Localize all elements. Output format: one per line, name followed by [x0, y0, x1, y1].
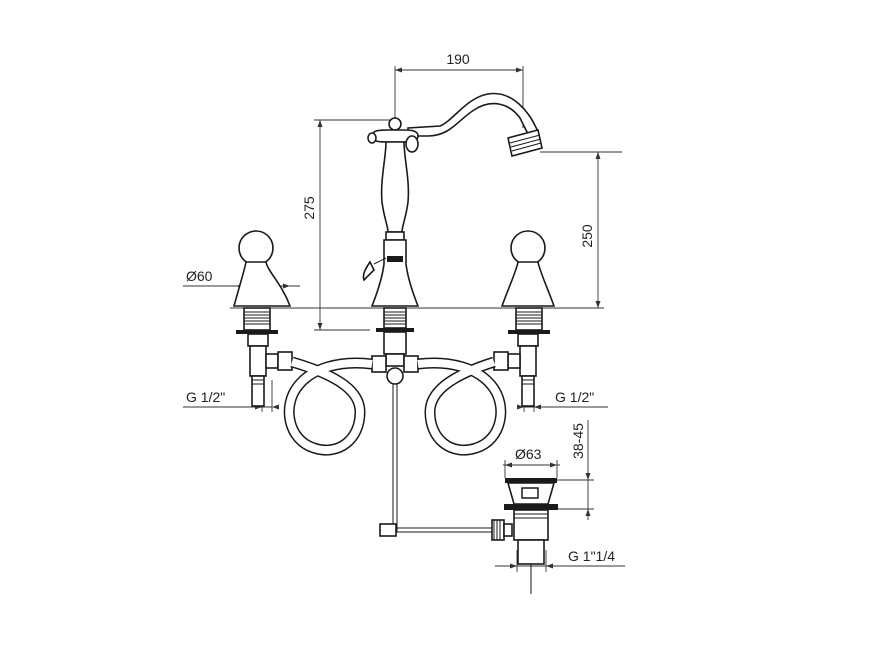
- drain-diameter-label: Ø63: [515, 446, 542, 462]
- top-finial: [388, 117, 402, 131]
- left-connection-label: G 1/2": [186, 389, 225, 405]
- spout-height-label: 250: [579, 224, 595, 248]
- dimension-spout-height: 250: [540, 151, 622, 309]
- handle-diameter-label: Ø60: [186, 268, 213, 284]
- aerator: [507, 129, 543, 157]
- dimension-drain-diameter: Ø63: [503, 446, 560, 478]
- spout-shank: [376, 307, 414, 355]
- spout-body: [380, 141, 410, 233]
- dimension-total-height: 275: [301, 119, 394, 331]
- dimension-spout-reach: 190: [394, 51, 524, 128]
- spout-base: [370, 239, 420, 307]
- total-height-label: 275: [301, 196, 317, 220]
- spout-reach-label: 190: [446, 51, 470, 67]
- dimension-drain-height: 38-45: [555, 420, 594, 520]
- drain-thread-label: G 1"1/4: [568, 548, 615, 564]
- right-connection-label: G 1/2": [555, 389, 594, 405]
- dimension-drain-thread: G 1"1/4: [495, 548, 625, 572]
- left-handle-knob: [238, 230, 274, 266]
- right-handle-assembly: [493, 230, 556, 407]
- spout-assembly: [362, 92, 543, 355]
- drain-assembly: [504, 478, 558, 594]
- left-handle-assembly: [232, 230, 293, 407]
- drain-height-label: 38-45: [570, 423, 586, 459]
- center-tee-fitting: [371, 353, 419, 532]
- popup-linkage: [379, 519, 513, 541]
- right-handle-knob: [510, 230, 546, 266]
- popup-lever: [362, 260, 375, 282]
